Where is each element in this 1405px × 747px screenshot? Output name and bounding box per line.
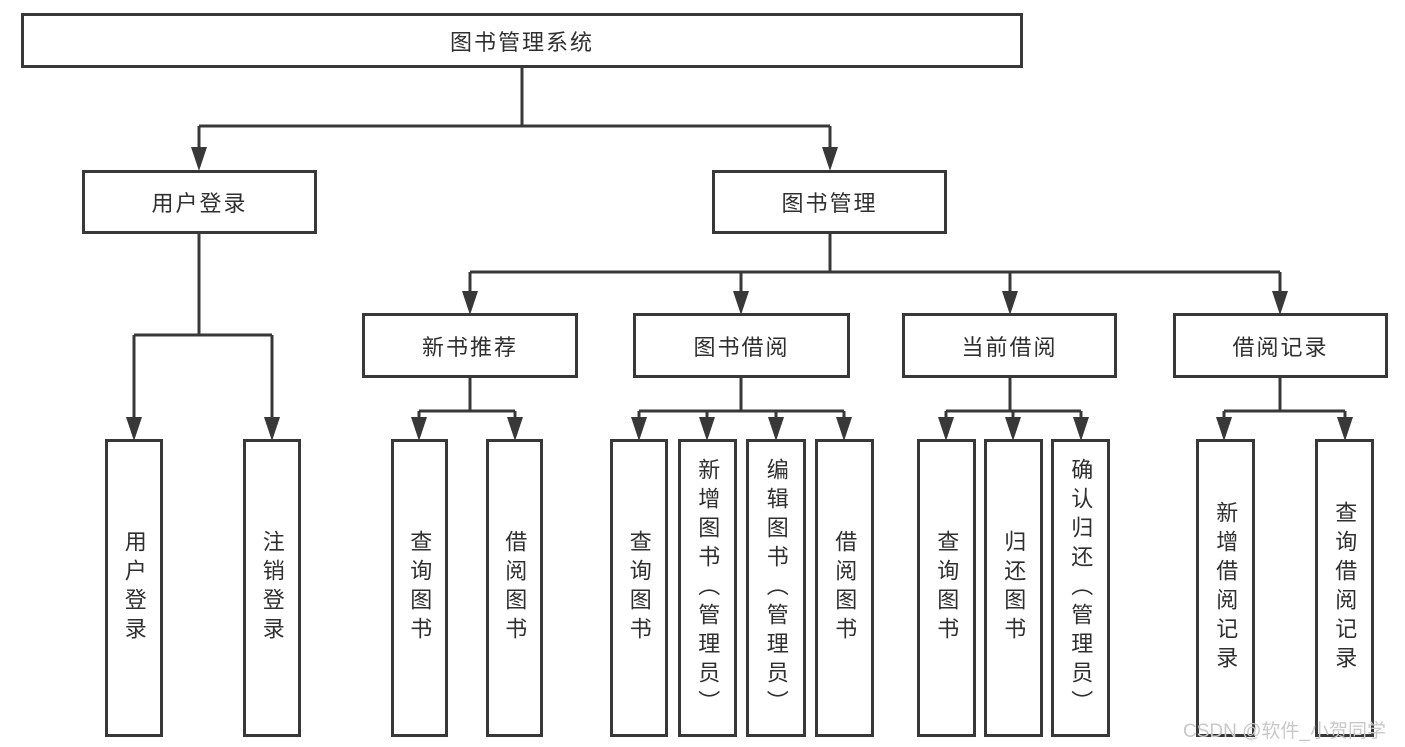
csdn-watermark: CSDN @软件_小贺同学 (1183, 721, 1386, 742)
arrow-icon (411, 417, 427, 441)
node-label: 借阅图书 (832, 530, 858, 646)
arrow-icon (768, 417, 784, 441)
arrow-icon (1272, 291, 1288, 315)
node-leaf-query-books-recommend: 查询图书 (391, 439, 448, 737)
node-user-login: 用户登录 (82, 170, 317, 234)
node-label: 图书借阅 (693, 334, 790, 360)
node-label: 新增图书（管理员） (695, 457, 721, 719)
arrow-icon (836, 417, 852, 441)
arrow-icon (191, 147, 207, 171)
node-label: 新增借阅记录 (1213, 501, 1239, 675)
arrowheads (126, 147, 1353, 441)
tree-edges (132, 68, 1347, 420)
arrow-icon (733, 291, 749, 315)
node-label: 用户登录 (151, 191, 248, 216)
node-label: 归还图书 (1001, 530, 1027, 646)
arrow-icon (1216, 417, 1232, 441)
arrow-icon (507, 417, 523, 441)
node-leaf-edit-book-admin: 编辑图书（管理员） (746, 439, 806, 737)
arrow-icon (699, 417, 715, 441)
arrow-icon (631, 417, 647, 441)
node-leaf-borrow-books-borrowing: 借阅图书 (815, 439, 874, 737)
node-leaf-confirm-return-admin: 确认归还（管理员） (1051, 439, 1110, 737)
node-label: 图书管理 (781, 191, 878, 216)
node-label: 借阅记录 (1232, 334, 1329, 360)
node-leaf-user-login: 用户登录 (105, 439, 163, 737)
node-leaf-borrow-books-recommend: 借阅图书 (486, 439, 543, 737)
arrow-icon (938, 417, 954, 441)
node-book-management: 图书管理 (712, 170, 947, 234)
node-leaf-logout: 注销登录 (243, 439, 301, 737)
node-new-book-recommendation: 新书推荐 (362, 313, 578, 378)
node-leaf-add-book-admin: 新增图书（管理员） (678, 439, 737, 737)
node-borrowing-records: 借阅记录 (1173, 313, 1388, 378)
node-label: 编辑图书（管理员） (763, 457, 789, 719)
node-leaf-query-books-current: 查询图书 (917, 439, 976, 737)
node-book-borrowing: 图书借阅 (633, 313, 850, 378)
node-label: 注销登录 (259, 530, 285, 646)
node-label: 当前借阅 (961, 334, 1058, 360)
arrow-icon (1002, 291, 1018, 315)
node-label: 查询图书 (934, 530, 960, 646)
node-label: 新书推荐 (421, 334, 518, 360)
node-label: 用户登录 (121, 530, 147, 646)
node-library-management-system: 图书管理系统 (21, 13, 1023, 68)
node-label: 查询图书 (626, 530, 652, 646)
node-current-borrowing: 当前借阅 (902, 313, 1117, 378)
arrow-icon (126, 417, 142, 441)
node-label: 借阅图书 (502, 530, 528, 646)
node-label: 图书管理系统 (449, 29, 594, 55)
node-leaf-return-book: 归还图书 (984, 439, 1043, 737)
arrow-icon (822, 147, 838, 171)
node-leaf-add-borrow-record: 新增借阅记录 (1196, 439, 1255, 737)
node-label: 查询借阅记录 (1332, 501, 1358, 675)
arrow-icon (1337, 417, 1353, 441)
node-label: 确认归还（管理员） (1068, 457, 1094, 719)
arrow-icon (462, 291, 478, 315)
node-label: 查询图书 (407, 530, 433, 646)
node-leaf-query-borrow-record: 查询借阅记录 (1315, 439, 1374, 737)
arrow-icon (264, 417, 280, 441)
arrow-icon (1005, 417, 1021, 441)
node-leaf-query-books-borrowing: 查询图书 (610, 439, 668, 737)
arrow-icon (1073, 417, 1089, 441)
